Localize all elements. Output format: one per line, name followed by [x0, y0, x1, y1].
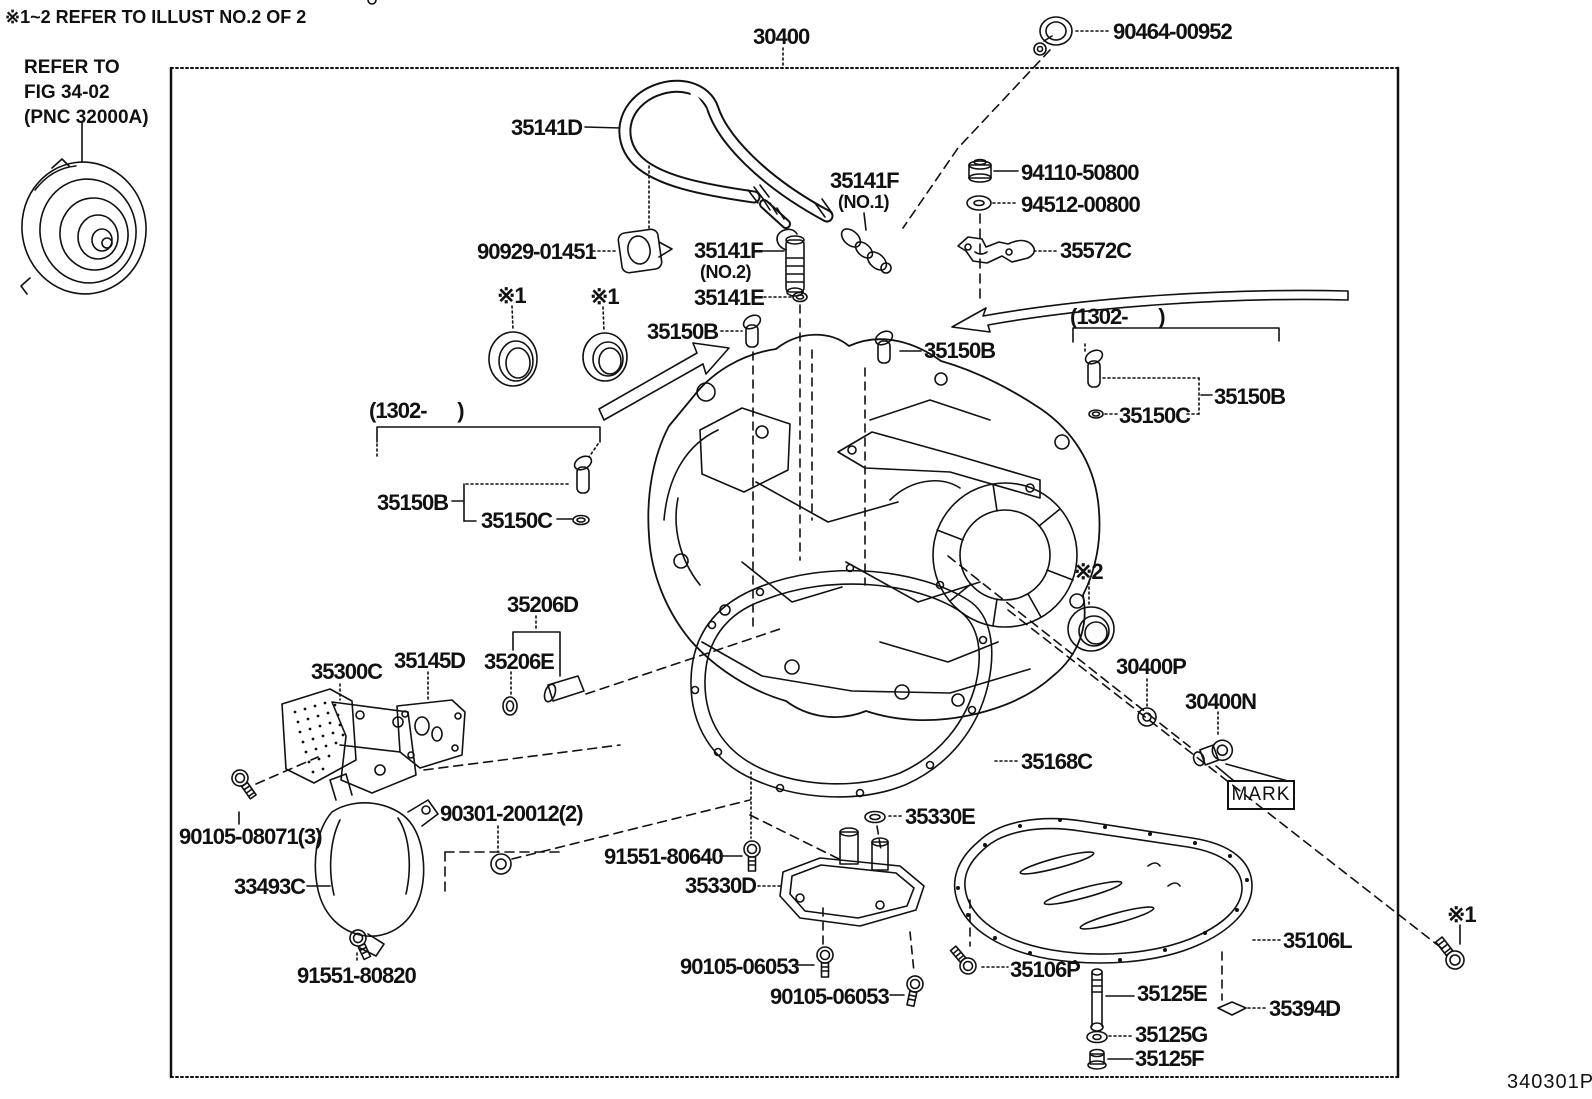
- callout-90105-06053-a: 90105-06053: [680, 954, 800, 979]
- callout-date-range-left: (1302- ): [369, 398, 465, 423]
- torque-converter-drawing: [13, 122, 154, 302]
- callout-94110-50800: 94110-50800: [1021, 160, 1139, 185]
- refer-line3: (PNC 32000A): [24, 107, 149, 128]
- callout-35106l: 35106L: [1283, 928, 1353, 953]
- callout-30400n: 30400N: [1185, 689, 1257, 714]
- front-oil-seals-drawing: [489, 306, 627, 386]
- callout-35572c: 35572C: [1060, 238, 1132, 263]
- callout-91551-80640: 91551-80640: [604, 844, 724, 869]
- refer-note: REFER TO FIG 34-02 (PNC 32000A): [24, 55, 149, 130]
- callout-star1-c: ※1: [1447, 902, 1477, 927]
- callout-35394d: 35394D: [1269, 996, 1341, 1021]
- callout-35150b-4: 35150B: [1214, 384, 1286, 409]
- oil-cooler-drawing: [239, 0, 750, 963]
- pan-gasket-drawing: [691, 565, 1018, 797]
- oil-pan-drawing: [955, 818, 1280, 1069]
- callout-35141f-no2-sub: (NO.2): [700, 262, 752, 282]
- callout-35300c: 35300C: [311, 659, 383, 684]
- callout-35206d: 35206D: [507, 592, 579, 617]
- clamp-90464-drawing: [903, 17, 1110, 228]
- callout-90464-00952: 90464-00952: [1113, 19, 1233, 44]
- callout-35150c-2: 35150C: [1119, 403, 1191, 428]
- callout-90105-08071: 90105-08071(3): [179, 824, 323, 849]
- callout-35125e: 35125E: [1137, 981, 1208, 1006]
- callout-90105-06053-b: 90105-06053: [770, 984, 890, 1009]
- callout-94512-00800: 94512-00800: [1021, 192, 1141, 217]
- top-note: ※1~2 REFER TO ILLUST NO.2 OF 2: [5, 7, 307, 27]
- callout-35141f-no1-sub: (NO.1): [838, 192, 890, 212]
- callout-30400: 30400: [753, 24, 810, 49]
- callout-90301-20012: 90301-20012(2): [440, 801, 584, 826]
- callout-35141e: 35141E: [694, 285, 765, 310]
- figure-code: 340301P: [1507, 1071, 1592, 1093]
- callout-35106p: 35106P: [1010, 957, 1081, 982]
- callout-35141f-no2: 35141F: [694, 238, 764, 263]
- callout-star2: ※2: [1074, 559, 1104, 584]
- callout-35150c-1: 35150C: [481, 508, 553, 533]
- callout-35141d: 35141D: [511, 115, 583, 140]
- callout-30400p: 30400P: [1116, 654, 1187, 679]
- accumulator-drawing: [503, 616, 780, 715]
- oil-cooler-hose-drawing: [585, 86, 891, 301]
- assembly-dashed-line: [1008, 610, 1444, 950]
- callout-90929-01451: 90929-01451: [477, 239, 597, 264]
- mark-box: MARK: [1227, 780, 1295, 810]
- callout-35125g: 35125G: [1135, 1022, 1208, 1047]
- callout-35206e: 35206E: [484, 649, 555, 674]
- transaxle-body-drawing: [648, 305, 1099, 720]
- callout-35330d: 35330D: [685, 873, 757, 898]
- callout-star1-a: ※1: [497, 283, 527, 308]
- callout-35150b-2: 35150B: [924, 338, 996, 363]
- valve-body-cover-drawing: [282, 672, 465, 793]
- mark-plug-drawing: [948, 556, 1288, 781]
- direction-arrows: [599, 290, 1348, 420]
- callout-91551-80820: 91551-80820: [297, 963, 417, 988]
- callout-35125f: 35125F: [1135, 1046, 1205, 1071]
- callout-35150b-1: 35150B: [647, 319, 719, 344]
- side-oil-seal-drawing: [1068, 582, 1114, 651]
- callout-35330e: 35330E: [905, 804, 976, 829]
- callout-35145d: 35145D: [394, 648, 466, 673]
- refer-line2: FIG 34-02: [24, 82, 110, 103]
- breather-hardware-drawing: [958, 160, 1057, 301]
- diagram-border: [171, 68, 1398, 1077]
- callout-35150b-3: 35150B: [377, 490, 449, 515]
- callout-star1-b: ※1: [590, 284, 620, 309]
- callout-date-range-right: (1302- ): [1070, 304, 1166, 329]
- callout-35141f-no1: 35141F: [830, 168, 900, 193]
- bolt-icons: [229, 767, 1468, 1007]
- oil-strainer-drawing: [750, 812, 924, 927]
- refer-line1: REFER TO: [24, 57, 120, 78]
- callout-33493c: 33493C: [234, 874, 306, 899]
- speed-sensors-drawing: [377, 312, 1279, 524]
- callout-35168c: 35168C: [1021, 749, 1093, 774]
